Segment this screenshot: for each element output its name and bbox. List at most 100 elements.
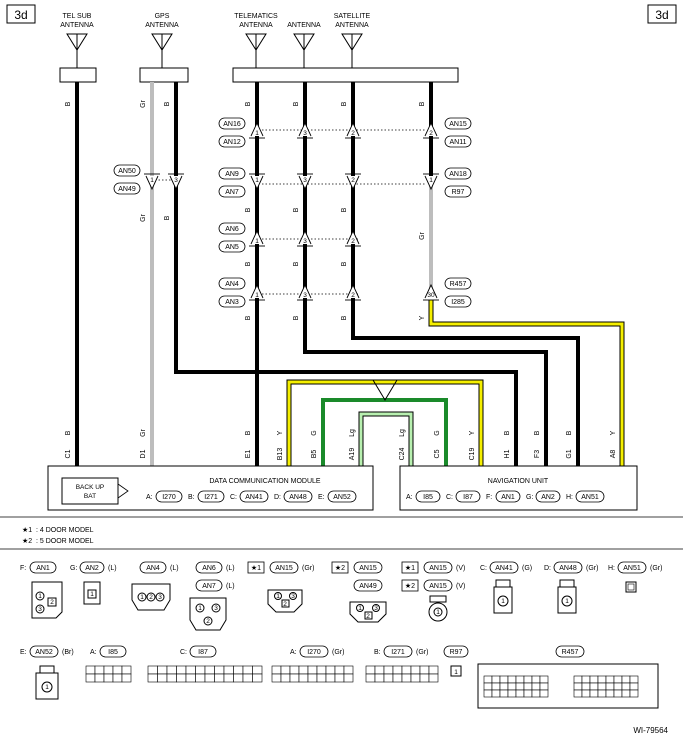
svg-text:(Br): (Br) <box>62 649 74 656</box>
svg-text:B:: B: <box>188 494 195 501</box>
svg-text:(Gr): (Gr) <box>586 565 598 572</box>
svg-text:R457: R457 <box>450 281 467 288</box>
svg-text:AN51: AN51 <box>581 494 599 501</box>
svg-text:G:: G: <box>70 565 77 572</box>
svg-text:2: 2 <box>50 599 54 606</box>
svg-text:3: 3 <box>158 594 162 601</box>
svg-text:(L): (L) <box>226 583 235 590</box>
svg-text:ANTENNA: ANTENNA <box>145 22 179 29</box>
pin-cavity <box>289 673 300 683</box>
pin-cavity <box>597 689 607 698</box>
pin-cavity <box>605 682 615 691</box>
pin-cavity <box>94 665 105 675</box>
svg-text:H:: H: <box>608 565 615 572</box>
svg-text:AN4: AN4 <box>146 565 160 572</box>
svg-text:AN52: AN52 <box>35 649 53 656</box>
svg-text:1: 1 <box>501 598 505 605</box>
svg-text:C24: C24 <box>399 447 406 460</box>
svg-text:AN12: AN12 <box>223 139 241 146</box>
svg-text:1: 1 <box>255 292 259 299</box>
pin-cavity <box>597 675 607 684</box>
pin-cavity <box>621 675 631 684</box>
svg-text:1: 1 <box>255 177 259 184</box>
pin-cavity <box>298 673 309 683</box>
svg-text:C:: C: <box>446 494 453 501</box>
figure-id: WI-79564 <box>633 726 668 735</box>
pin-cavity <box>573 675 583 684</box>
pin-cavity <box>392 673 403 683</box>
pin-cavity <box>271 673 282 683</box>
svg-text:F3: F3 <box>534 450 541 458</box>
svg-text:G1: G1 <box>566 449 573 458</box>
svg-text:C:: C: <box>230 494 237 501</box>
svg-text:AN6: AN6 <box>225 226 239 233</box>
svg-text:D1: D1 <box>140 449 147 458</box>
svg-text:AN41: AN41 <box>245 494 263 501</box>
pin-cavity <box>233 673 244 683</box>
svg-text:★1: ★1 <box>22 526 32 534</box>
svg-text:DATA COMMUNICATION MODULE: DATA COMMUNICATION MODULE <box>209 478 321 485</box>
svg-text:ANTENNA: ANTENNA <box>239 22 273 29</box>
svg-text:1: 1 <box>140 594 144 601</box>
pin-cavity <box>112 673 123 683</box>
svg-text:B: B <box>245 261 252 266</box>
pin-cavity <box>242 665 253 675</box>
pin-cavity <box>401 665 412 675</box>
pin-cavity <box>507 682 517 691</box>
svg-text:1: 1 <box>198 605 202 612</box>
svg-text:R457: R457 <box>562 649 579 656</box>
svg-text:I87: I87 <box>463 494 473 501</box>
svg-text:C1: C1 <box>65 449 72 458</box>
svg-text:Gr: Gr <box>140 99 147 107</box>
connector-faces-row1: F: AN1 1 2 3 G: AN2 (L) 1 AN4 (L) 1 2 3 … <box>20 561 662 631</box>
pin-cavity <box>85 673 96 683</box>
svg-text:B: B <box>293 101 300 106</box>
svg-text:30: 30 <box>427 292 435 299</box>
svg-text:Y: Y <box>610 430 617 435</box>
pin-cavity <box>589 682 599 691</box>
pin-cavity <box>613 682 623 691</box>
svg-text:AN6: AN6 <box>202 565 216 572</box>
svg-text:BACK UP: BACK UP <box>76 484 105 491</box>
pin-cavity <box>491 675 501 684</box>
pin-cavity <box>383 665 394 675</box>
svg-text:B13: B13 <box>277 448 284 461</box>
pin-cavity <box>507 689 517 698</box>
svg-text:Y: Y <box>419 315 426 320</box>
svg-text:Y: Y <box>277 430 284 435</box>
pin-cavity <box>121 665 132 675</box>
pin-cavity <box>343 665 354 675</box>
svg-text:(L): (L) <box>226 565 235 572</box>
tel-sub-antenna: TEL SUB ANTENNA <box>59 13 97 83</box>
svg-text:1: 1 <box>150 177 154 184</box>
svg-text:ANTENNA: ANTENNA <box>287 22 321 29</box>
svg-text:E1: E1 <box>245 450 252 459</box>
pin-cavity <box>491 682 501 691</box>
svg-text:AN7: AN7 <box>225 189 239 196</box>
svg-text:B: B <box>245 430 252 435</box>
svg-text:B: B <box>245 207 252 212</box>
pin-cavity <box>515 675 525 684</box>
svg-text:★2: ★2 <box>405 582 415 590</box>
pin-cavity <box>103 673 114 683</box>
pin-cavity <box>214 673 225 683</box>
pin-cavity <box>374 665 385 675</box>
svg-text:I270: I270 <box>162 494 176 501</box>
svg-text:3: 3 <box>303 130 307 137</box>
svg-text:3: 3 <box>38 606 42 613</box>
pin-cavity <box>289 665 300 675</box>
pin-cavity <box>419 665 430 675</box>
svg-text:Gr: Gr <box>140 213 147 221</box>
pin-cavity <box>483 682 493 691</box>
data-communication-module: DATA COMMUNICATION MODULE BACK UP BAT A:… <box>47 465 374 511</box>
pin-cavity <box>597 682 607 691</box>
pin-cavity <box>581 675 591 684</box>
svg-text:2: 2 <box>351 130 355 137</box>
pin-cavity <box>491 689 501 698</box>
pin-cavity <box>233 665 244 675</box>
inline-connectors: 1 3 2 2 1 3 2 1 1 3 1 3 2 1 3 2 30 <box>143 122 440 301</box>
pin-cavity <box>316 665 327 675</box>
pin-cavity <box>581 682 591 691</box>
svg-text:SATELLITE: SATELLITE <box>334 13 371 20</box>
